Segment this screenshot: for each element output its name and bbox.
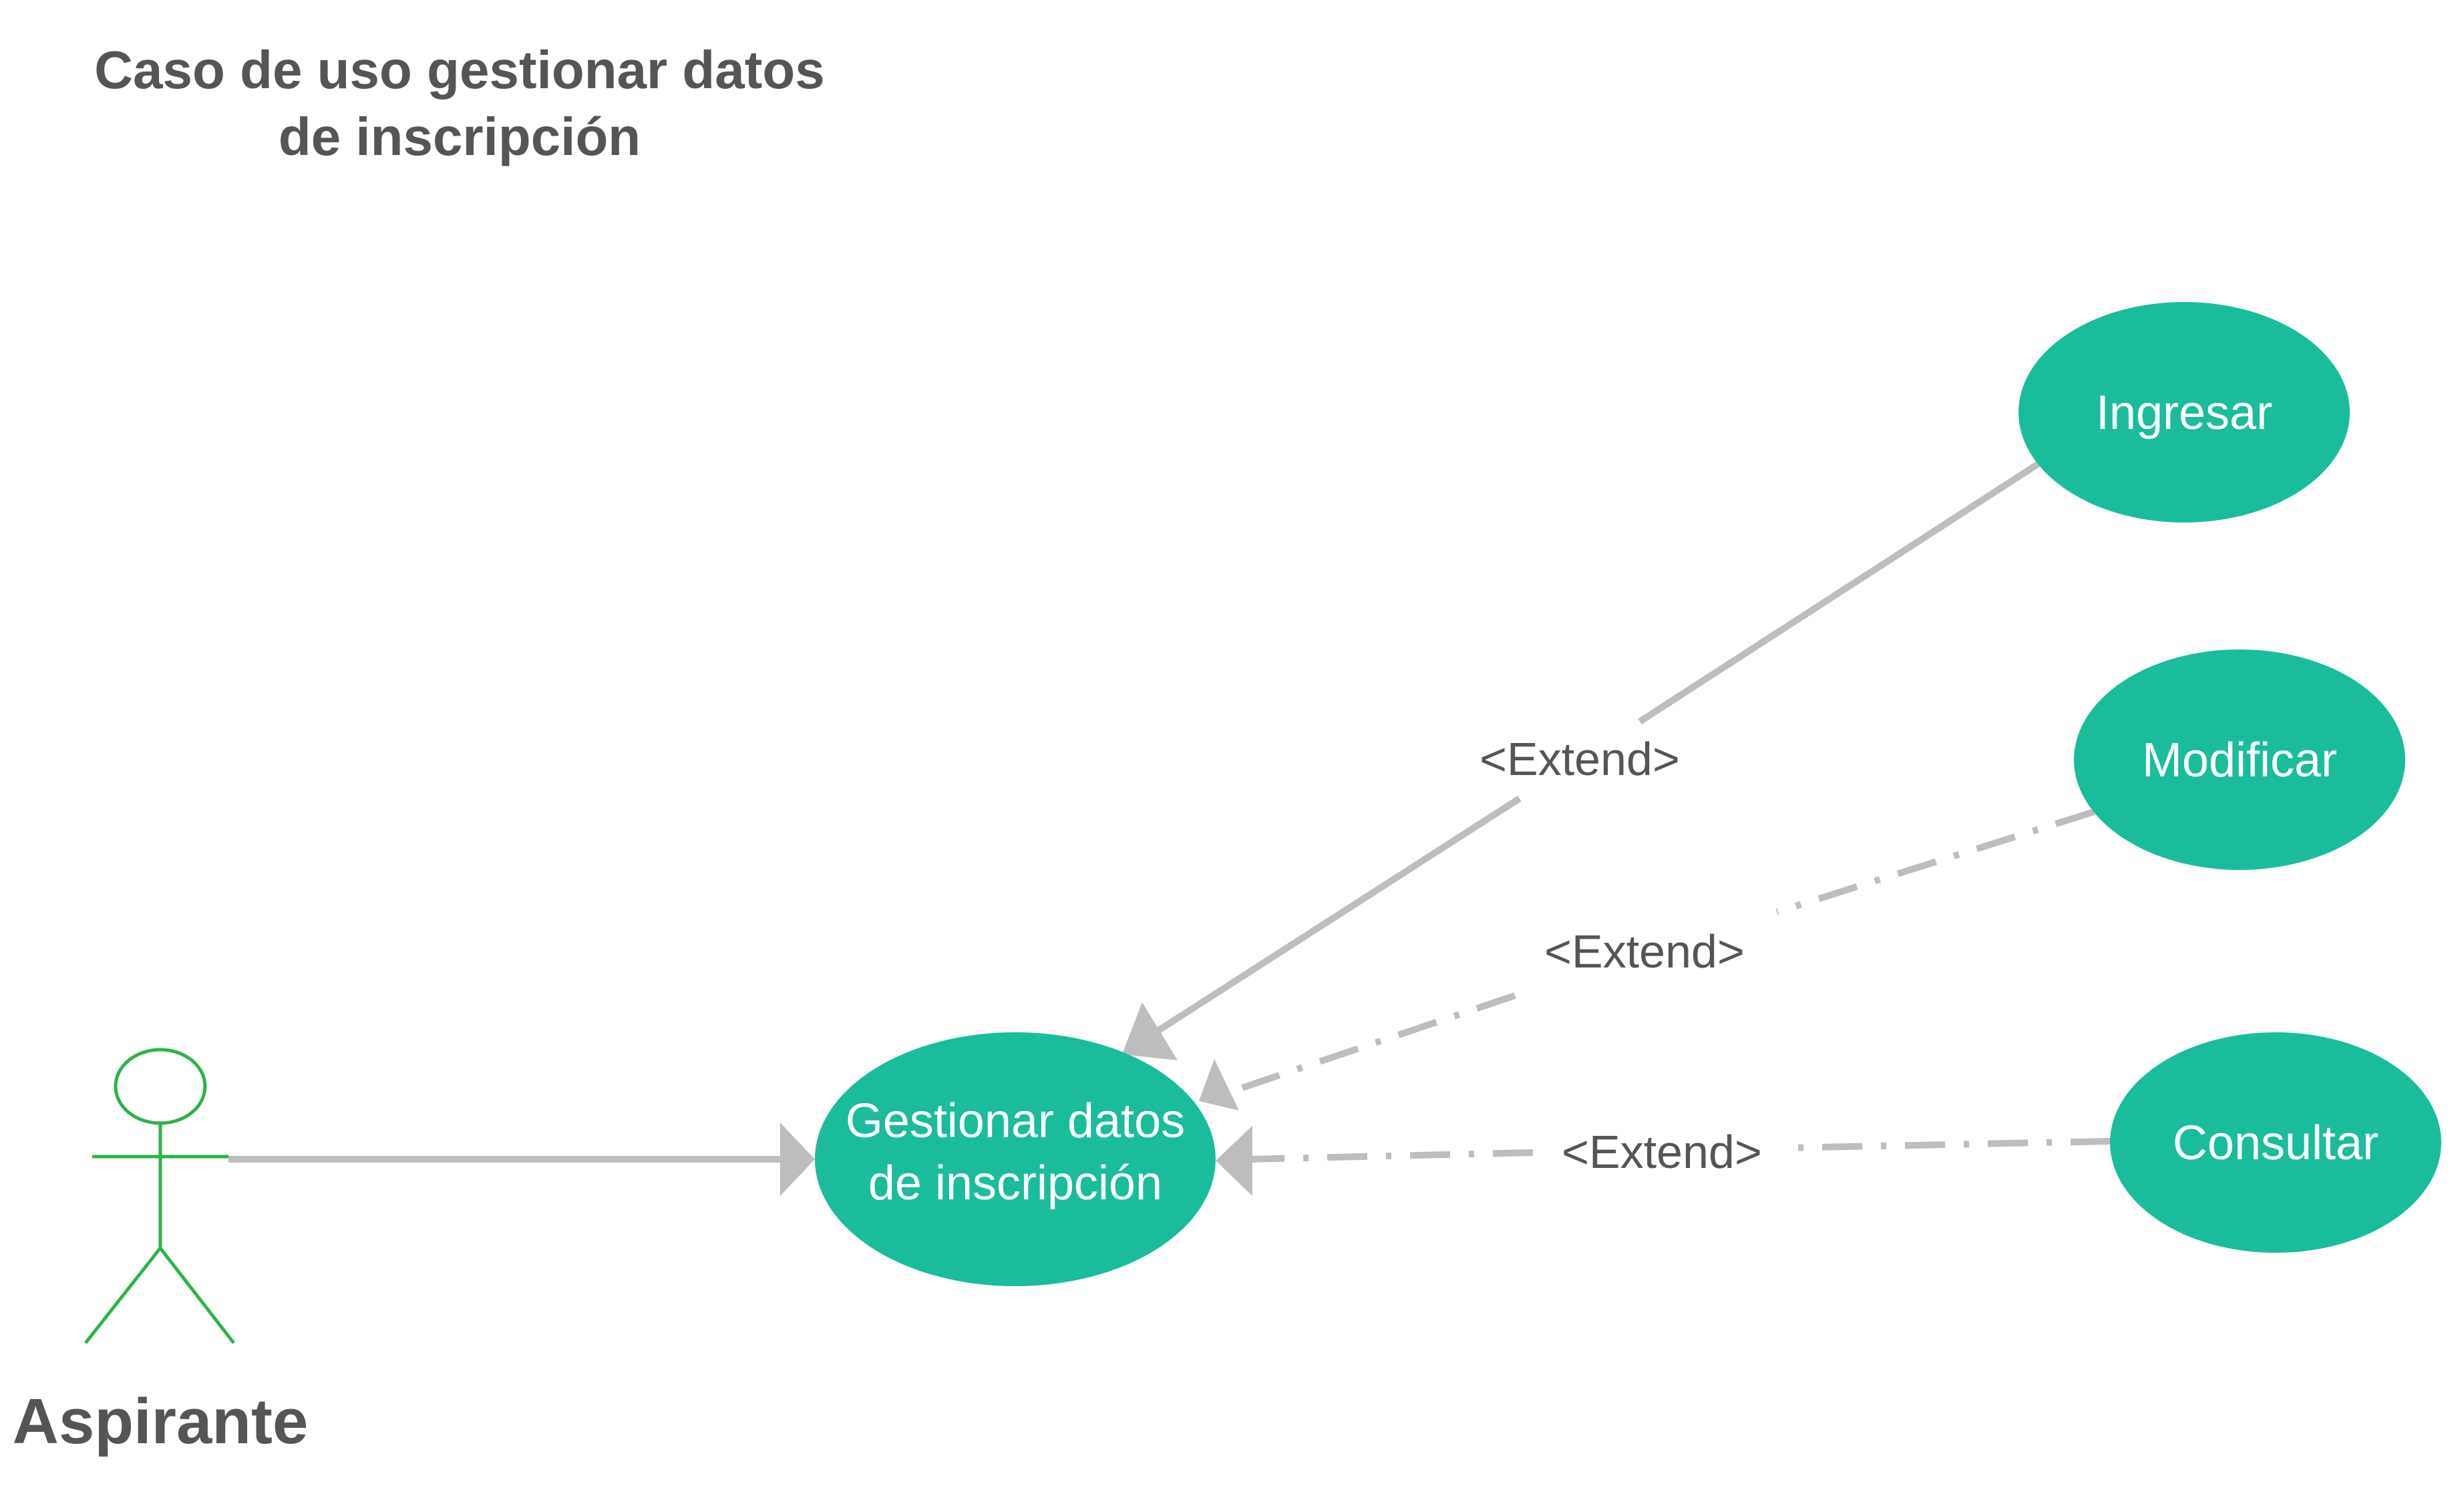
stick-figure-actor-icon [84, 1048, 235, 1344]
actor-label: Aspirante [13, 1386, 309, 1457]
extend-label-modificar: <Extend> [1544, 925, 1745, 978]
extend-connector-ingresar [1122, 459, 2043, 1060]
extend-label-consultar: <Extend> [1562, 1126, 1762, 1178]
use-case-ingresar[interactable]: Ingresar [2018, 302, 2350, 522]
arrowhead-icon [1216, 1126, 1252, 1196]
diagram-title-line-2: de inscripción [279, 107, 641, 166]
extend-connector-consultar [1216, 1126, 2111, 1196]
use-case-label: Modificar [2142, 734, 2337, 787]
arrowhead-icon [1122, 1002, 1178, 1060]
use-case-modificar[interactable]: Modificar [2074, 649, 2405, 870]
use-case-gestionar-datos[interactable]: Gestionar datos de inscripción [815, 1032, 1216, 1286]
arrowhead-icon [1199, 1059, 1239, 1110]
extend-connector-modificar [1199, 808, 2095, 1110]
diagram-title-line-1: Caso de uso gestionar datos [94, 40, 825, 100]
use-case-consultar[interactable]: Consultar [2110, 1032, 2441, 1253]
actor-aspirante[interactable]: Aspirante [13, 1048, 309, 1457]
use-case-label: Consultar [2173, 1116, 2379, 1170]
use-case-label-line-2: de inscripción [868, 1157, 1162, 1210]
extend-label-ingresar: <Extend> [1479, 733, 1680, 785]
association-connector [228, 1122, 815, 1196]
use-case-label-line-1: Gestionar datos [846, 1094, 1185, 1148]
use-case-label: Ingresar [2096, 386, 2272, 440]
arrowhead-icon [780, 1122, 815, 1196]
